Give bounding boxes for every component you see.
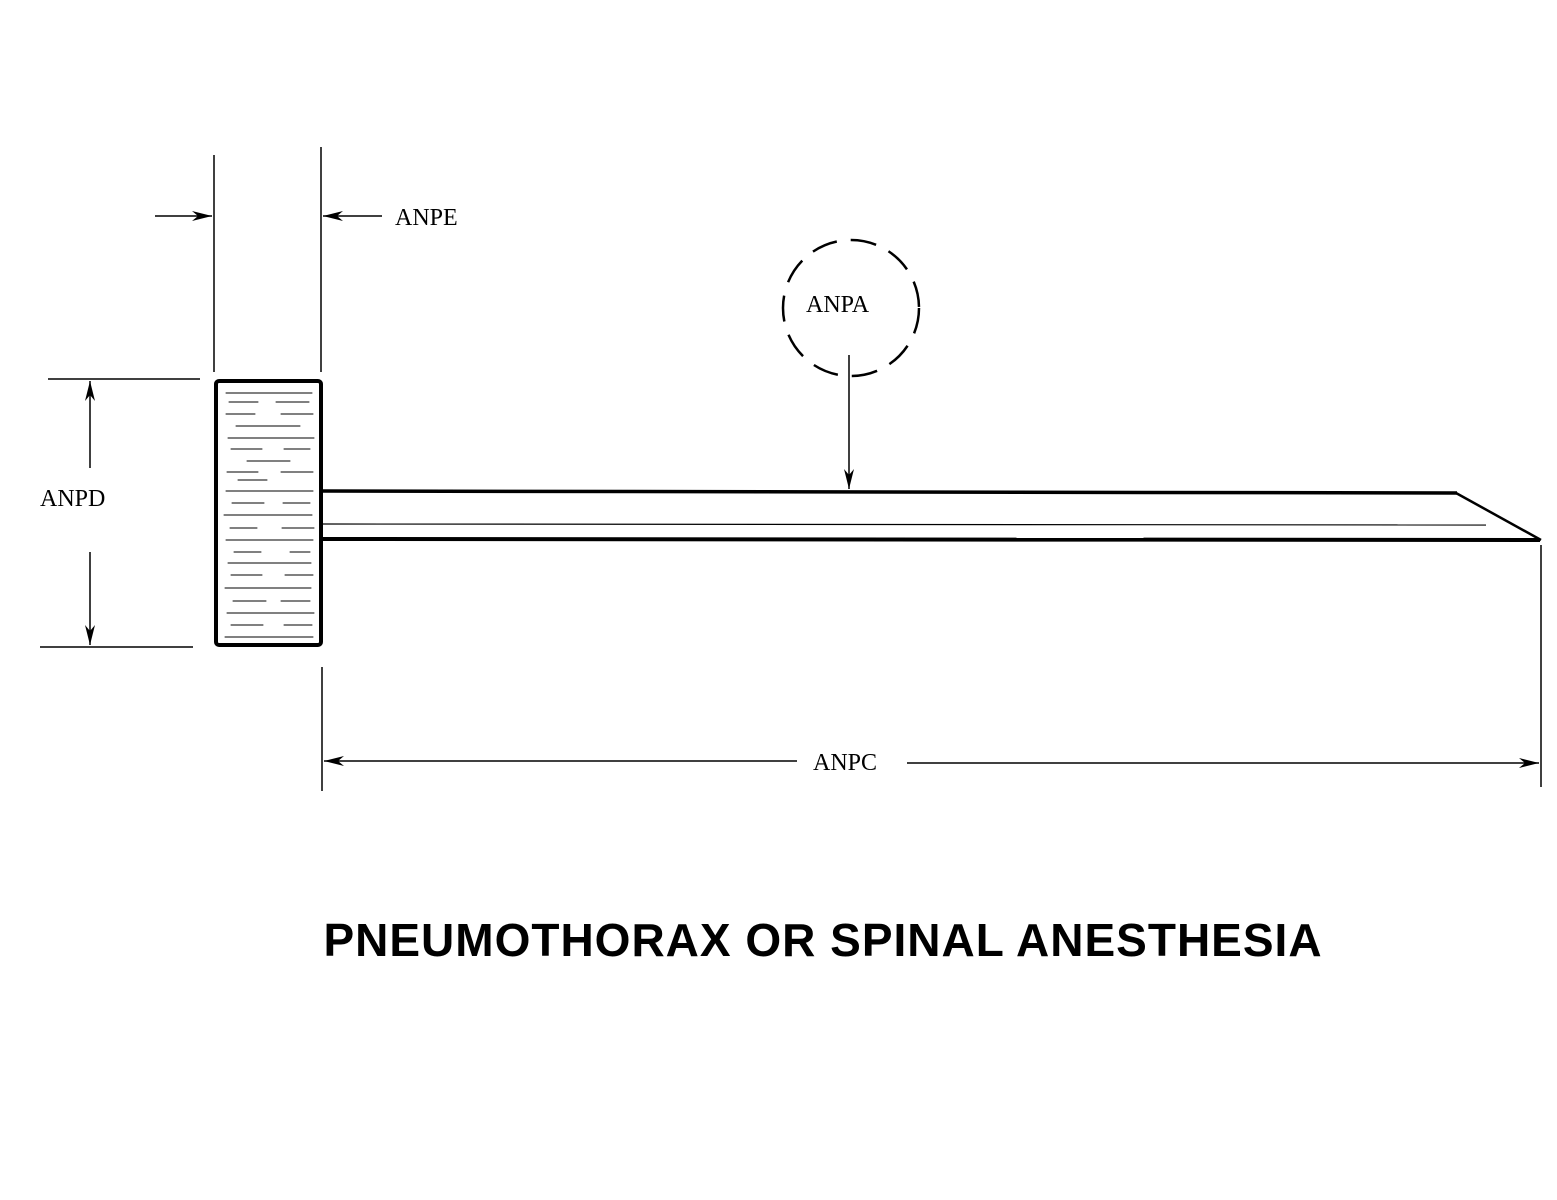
needle-shaft xyxy=(322,489,1542,542)
anpd-label: ANPD xyxy=(40,486,105,512)
shaft-bottom-edge xyxy=(322,537,1541,542)
hub-body xyxy=(214,379,323,647)
anpd-dimension: ANPD xyxy=(40,378,200,648)
shaft-center-line xyxy=(322,523,1487,526)
anpe-label: ANPE xyxy=(395,205,458,231)
shaft-top-edge xyxy=(322,489,1458,495)
anpa-dashed-circle xyxy=(781,238,921,378)
hub-texture xyxy=(223,392,315,638)
anpe-dimension: ANPE xyxy=(155,147,458,372)
anpc-dimension: ANPC xyxy=(321,545,1542,791)
anpa-callout: ANPA xyxy=(781,238,921,489)
anpc-label: ANPC xyxy=(813,750,877,776)
shaft-bevel xyxy=(1455,491,1542,542)
needle-hub xyxy=(214,379,323,647)
diagram-title: PNEUMOTHORAX OR SPINAL ANESTHESIA xyxy=(323,914,1322,966)
anpa-label: ANPA xyxy=(806,292,870,318)
